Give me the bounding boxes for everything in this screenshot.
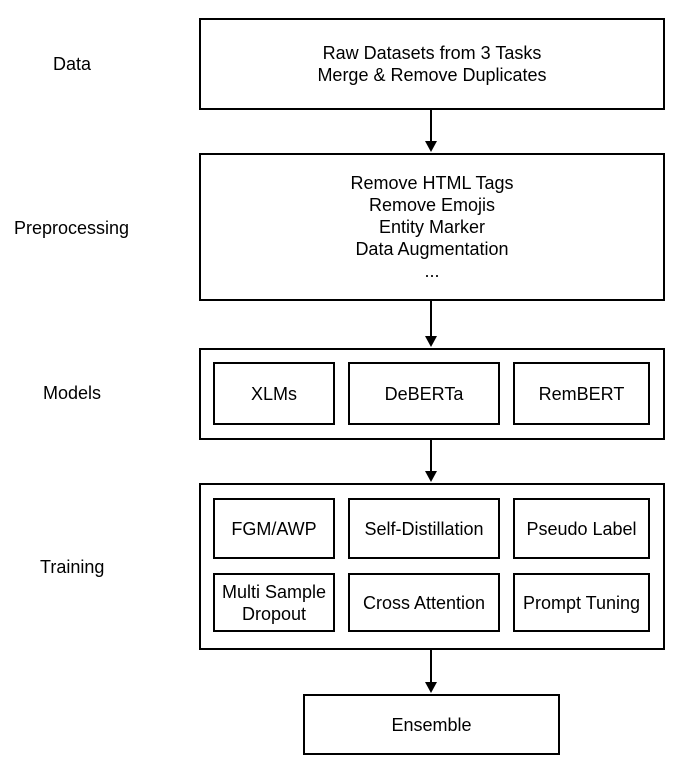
training-pseudo-label: Pseudo Label xyxy=(513,498,650,559)
ensemble-label: Ensemble xyxy=(391,714,472,735)
model-rembert: RemBERT xyxy=(513,362,650,425)
data-line-1: Raw Datasets from 3 Tasks xyxy=(322,43,542,63)
data-box: Raw Datasets from 3 Tasks Merge & Remove… xyxy=(199,18,665,110)
stage-label-preprocessing: Preprocessing xyxy=(14,218,130,238)
ensemble-box: Ensemble xyxy=(303,694,560,755)
arrowhead-2 xyxy=(425,336,437,347)
arrowhead-4 xyxy=(425,682,437,693)
arrowhead-1 xyxy=(425,141,437,152)
stage-label-models: Models xyxy=(43,383,102,403)
training-self-distillation: Self-Distillation xyxy=(348,498,500,559)
data-line-2: Merge & Remove Duplicates xyxy=(317,65,547,85)
preprocessing-line-2: Remove Emojis xyxy=(368,195,496,215)
training-cross-attention: Cross Attention xyxy=(348,573,500,632)
stage-label-training: Training xyxy=(40,557,105,577)
stage-label-data: Data xyxy=(53,54,92,74)
model-deberta: DeBERTa xyxy=(348,362,500,425)
training-fgm-awp: FGM/AWP xyxy=(213,498,335,559)
preprocessing-line-5: ... xyxy=(424,261,440,281)
training-prompt-tuning: Prompt Tuning xyxy=(513,573,650,632)
preprocessing-line-1: Remove HTML Tags xyxy=(350,173,514,193)
preprocessing-line-4: Data Augmentation xyxy=(355,239,509,259)
preprocessing-box: Remove HTML Tags Remove Emojis Entity Ma… xyxy=(199,153,665,301)
model-xlms: XLMs xyxy=(213,362,335,425)
preprocessing-line-3: Entity Marker xyxy=(378,217,486,237)
training-multi-sample-dropout: Multi Sample Dropout xyxy=(213,573,335,632)
arrowhead-3 xyxy=(425,471,437,482)
